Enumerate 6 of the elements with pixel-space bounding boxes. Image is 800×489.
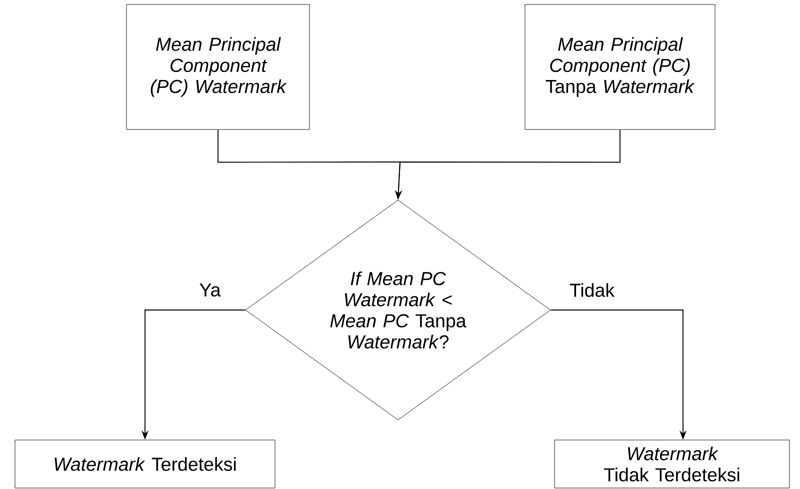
process-box: Watermark Terdeteksi bbox=[14, 440, 276, 488]
edge-label: Ya bbox=[198, 282, 222, 298]
process-box: Mean Principal Component (PC) Tanpa Watermark bbox=[524, 4, 716, 130]
process-box: Watermark Tidak Terdeteksi bbox=[554, 440, 790, 488]
edge-label: Tidak bbox=[568, 282, 616, 298]
process-box: Mean Principal Component (PC) Watermark bbox=[126, 4, 310, 130]
